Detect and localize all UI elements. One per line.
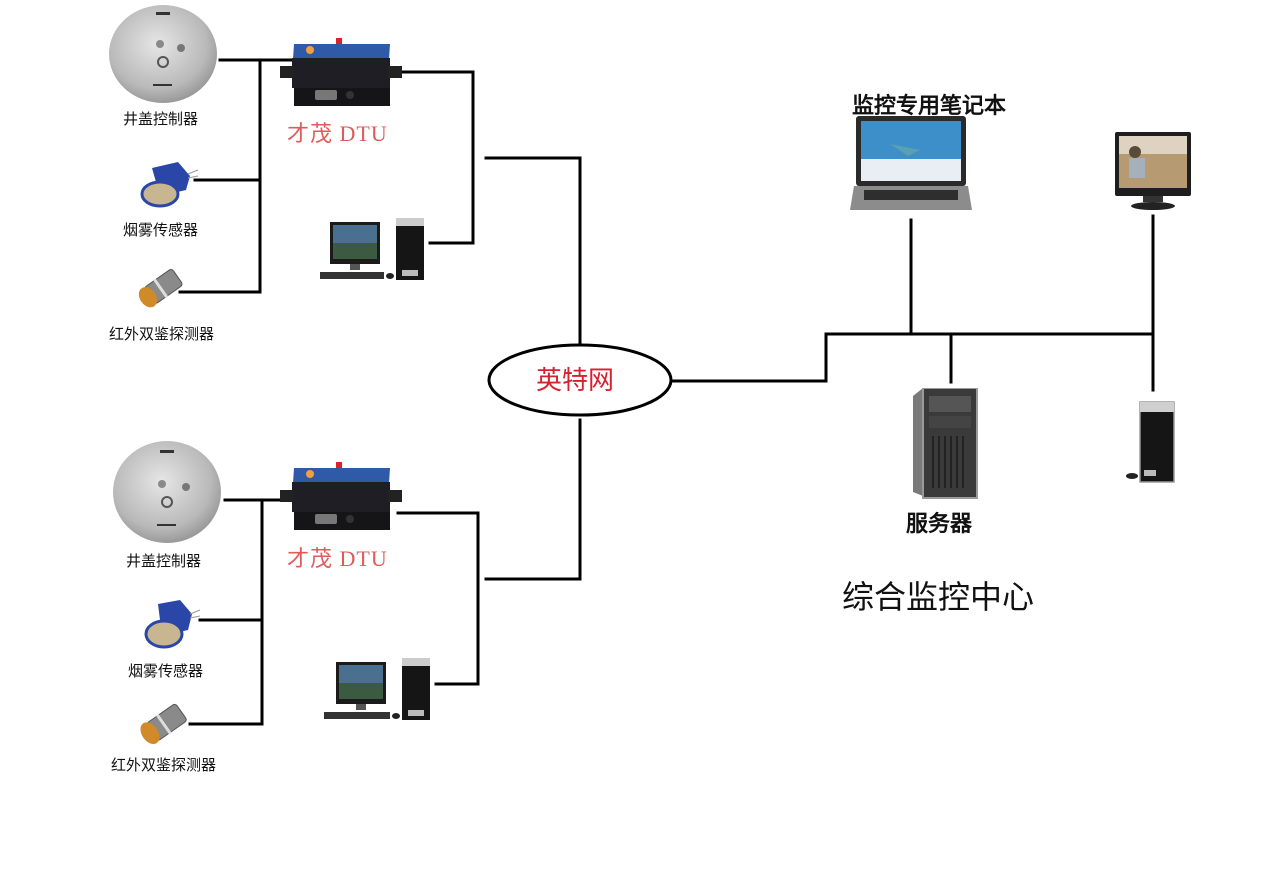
device-label: 烟雾传感器 xyxy=(123,221,199,239)
dtu-label: 才茂 DTU xyxy=(287,546,388,571)
video-monitor-icon xyxy=(1113,130,1193,212)
dtu-device-icon xyxy=(280,38,402,108)
infrared-dual-detector-icon xyxy=(130,265,190,315)
device-label: 红外双鉴探测器 xyxy=(109,325,215,343)
wire-site1-dtu-out xyxy=(396,70,475,245)
tower-pc-icon xyxy=(1124,400,1176,484)
desktop-computer-icon xyxy=(322,656,434,724)
laptop-icon xyxy=(850,114,972,214)
device-label: 烟雾传感器 xyxy=(128,662,204,680)
infrared-dual-detector-icon xyxy=(132,700,194,752)
dtu-label: 才茂 DTU xyxy=(287,121,388,146)
smoke-sensor-icon xyxy=(138,160,200,210)
dtu-device-icon xyxy=(280,462,402,532)
wire-site2-dtu-out xyxy=(396,511,480,686)
laptop-label: 监控专用笔记本 xyxy=(852,94,1007,119)
wire-site2-to-net xyxy=(484,418,582,581)
wire-site1-to-net xyxy=(484,156,582,347)
manhole-cover-controller-icon xyxy=(108,4,218,104)
manhole-cover-controller-icon xyxy=(112,440,222,544)
smoke-sensor-icon xyxy=(140,598,202,652)
device-label: 红外双鉴探测器 xyxy=(111,756,217,774)
server-label: 服务器 xyxy=(906,512,973,537)
internet-label: 英特网 xyxy=(536,366,615,396)
desktop-computer-icon xyxy=(318,216,428,284)
device-label: 井盖控制器 xyxy=(126,552,202,570)
wire-net-to-center xyxy=(670,332,1155,383)
server-icon xyxy=(913,387,979,500)
internet-cloud xyxy=(487,343,673,417)
monitoring-center-title: 综合监控中心 xyxy=(842,578,1035,616)
device-label: 井盖控制器 xyxy=(123,110,199,128)
